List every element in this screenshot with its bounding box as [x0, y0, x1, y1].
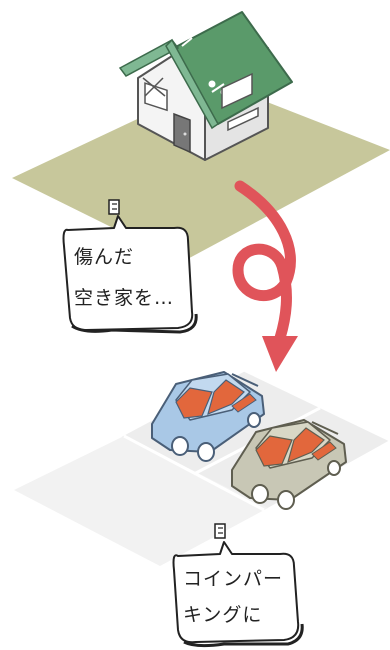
blue-car — [151, 371, 265, 462]
gray-car — [231, 419, 347, 510]
speech-bubble-after — [172, 523, 304, 648]
boarded-window-icon — [142, 77, 166, 97]
bubble-after-line1: コインパー — [183, 568, 284, 590]
speech-bubble-before — [62, 199, 198, 334]
vacant-lot-lawn — [12, 82, 390, 262]
damaged-house — [118, 11, 293, 161]
bubble-after-line2: キングに — [183, 604, 263, 626]
transformation-arrow — [232, 180, 298, 372]
bubble-before-line1: 傷んだ — [74, 246, 135, 268]
bubble-before-line2: 空き家を… — [74, 287, 175, 309]
